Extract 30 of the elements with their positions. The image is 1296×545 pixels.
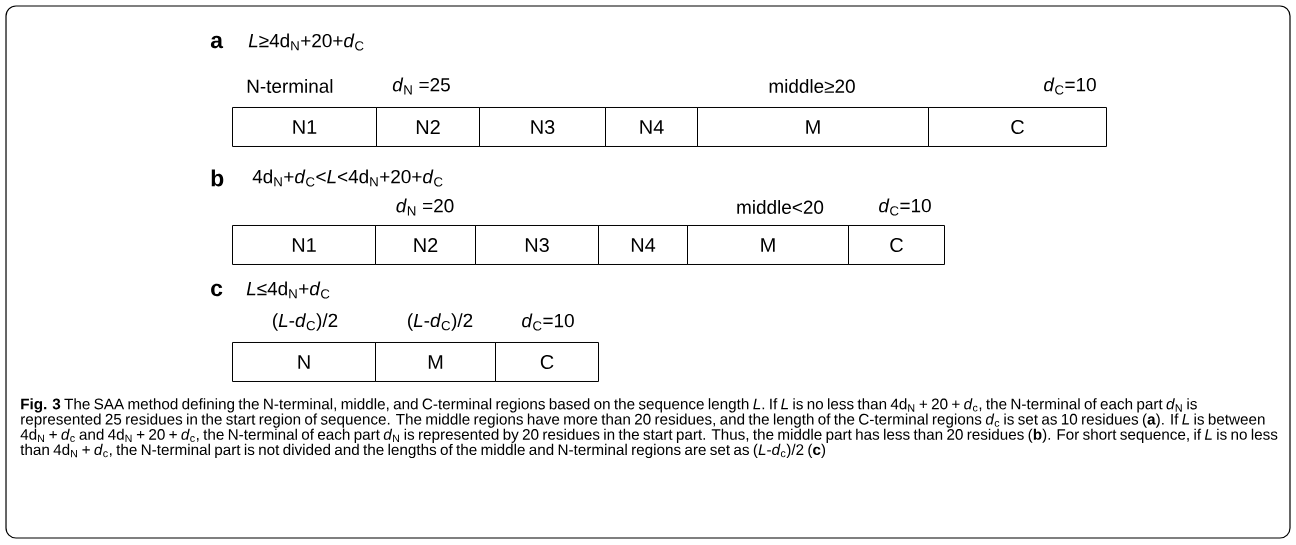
region-label: middle<20 xyxy=(737,200,824,214)
condition-formula: L≤4d$_{N}$+d$_{C}$ xyxy=(246,281,330,299)
region-cell: N1 xyxy=(232,225,376,265)
region-cell: M xyxy=(697,107,929,147)
region-cell: N4 xyxy=(605,107,698,147)
condition-formula: L≥4d$_{N}$+20+d$_{C}$ xyxy=(248,33,364,51)
region-label: (L-d$_{C}$)/2 xyxy=(273,313,338,331)
region-label: (L-d$_{C}$)/2 xyxy=(408,313,473,331)
panel-letter: c xyxy=(211,283,223,297)
panel-letter: b xyxy=(211,169,224,187)
region-cell: N1 xyxy=(232,107,377,147)
region-label: d$_{N}$ =25 xyxy=(392,77,450,95)
panel-letter: a xyxy=(210,35,224,49)
region-label: d$_{C}$=10 xyxy=(522,313,574,331)
condition-formula: 4d$_{N}$+d$_{C}$<L<4d$_{N}$+20+d$_{C}$ xyxy=(252,169,443,187)
region-cell: N2 xyxy=(375,225,476,265)
region-cell: N3 xyxy=(479,107,606,147)
region-cell: N xyxy=(232,342,376,382)
region-cell: N2 xyxy=(376,107,480,147)
region-label: d$_{N}$ =20 xyxy=(396,198,454,216)
region-cell: C xyxy=(848,225,945,265)
region-cell: N3 xyxy=(475,225,599,265)
region-label: d$_{C}$=10 xyxy=(879,198,931,216)
region-cell: M xyxy=(687,225,849,265)
region-cell: N4 xyxy=(598,225,688,265)
region-label: N-terminal xyxy=(247,79,333,93)
caption: Fig. 3 The SAA method defining the N-terminal, middle, and C-terminal regions based on the sequence length L. If L is no less than 4d$_{N}$ + 20 + d$_{c}$, the N-terminal of each part d$_{N}$ is represented 25 residues in the start region of sequence. The middle regions have more than 20 residues, and the length of the C-terminal regions d$_{c}$ is set as 10 residues (a). If L is between 4d$_{N}$ + d$_{c}$ and 4d$_{N}$ + 20 + d$_{c}$, the N-terminal of each part d$_{N}$ is represented by 20 residues in the start part. Thus, the middle part has less than 20 residues (b). For short sequence, if L is no less than 4d$_{N}$ + d$_{c}$, the N-terminal part is not divided and the lengths of the middle and N-terminal regions are set as (L-d$_{c}$)/2 (c) xyxy=(20,398,1278,459)
region-cell: C xyxy=(928,107,1107,147)
region-cell: M xyxy=(375,342,496,382)
region-cell: C xyxy=(495,342,599,382)
